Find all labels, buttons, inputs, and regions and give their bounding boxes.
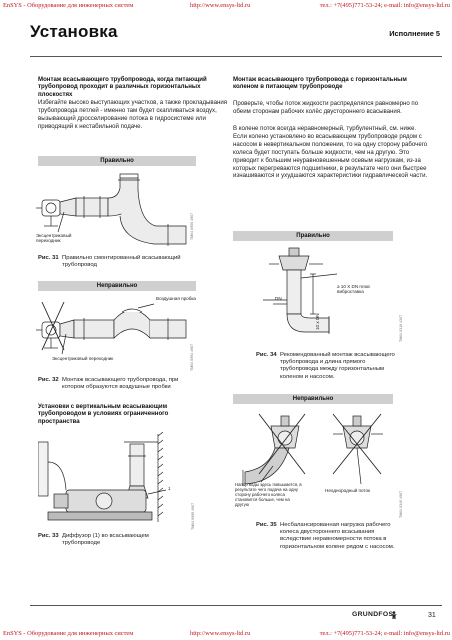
- fig35-code: TM04 0340 4907: [399, 490, 403, 518]
- figure-31: Эксцентриковый переходник: [36, 170, 198, 252]
- header-bar: EnSYS - Оборудование для инженерных сист…: [0, 1, 452, 11]
- left-heading-2: Установки с вертикальным всасывающим тру…: [38, 403, 169, 425]
- fig31-caption: Рис. 31 Правильно смонтированный всасыва…: [38, 255, 181, 269]
- banner-correct-right: Правильно: [233, 231, 393, 241]
- figure-34: ≥ 10 X DN плюс виброставка DN 10 x DN: [233, 244, 403, 346]
- right-heading-1: Монтаж всасывающего трубопровода с гориз…: [233, 76, 407, 91]
- fig34-label-dn: DN: [275, 296, 282, 301]
- edition-label: Исполнение 5: [389, 29, 440, 38]
- brand-logo: GRUNDFOS: [352, 611, 394, 618]
- fig34-caption: Рис. 34 Рекомендованный монтаж всасывающ…: [256, 352, 395, 380]
- left-heading-1: Монтаж всасывающего трубопровода, когда …: [38, 76, 207, 98]
- fig33-callout-1: 1: [168, 486, 171, 491]
- figure-33: 1: [38, 432, 198, 528]
- footer-company: EnSYS - Оборудование для инженерных сист…: [3, 630, 134, 637]
- header-rule: [30, 56, 442, 57]
- header-company: EnSYS - Оборудование для инженерных сист…: [3, 2, 134, 9]
- footer-contact: тел.: +7(495)771-53-24; e-mail: info@ens…: [319, 630, 450, 637]
- fig33-code: TM04 0995 4907: [191, 502, 195, 530]
- fig35-label-flow: Неоднородный поток: [325, 488, 371, 493]
- figure-35: Напор воды здесь повышается, в результат…: [233, 408, 403, 520]
- fig32-code: TM04 0994 4907: [190, 343, 194, 371]
- footer-rule: [30, 605, 442, 606]
- banner-correct-left: Правильно: [38, 156, 196, 166]
- fig34-label-10dn: 10 x DN: [315, 313, 320, 330]
- page-title: Установка: [30, 22, 118, 41]
- fig32-label-reducer: Эксцентриковый переходник: [52, 356, 114, 361]
- left-paragraph-1: Избегайте высоко выступающих участков, а…: [38, 99, 228, 130]
- banner-incorrect-right: Неправильно: [233, 394, 393, 404]
- fig33-number: Рис. 33: [38, 533, 59, 539]
- figure-32: Воздушная пробка Эксцентриковый переходн…: [36, 294, 198, 374]
- fig32-caption: Рис. 32 Монтаж всасывающего трубопровода…: [38, 377, 179, 391]
- fig31-code: TM04 0956 4907: [190, 212, 194, 240]
- grundfos-man-icon: [391, 611, 397, 619]
- footer-site-link[interactable]: http://www.ensys-ltd.ru: [190, 630, 251, 637]
- fig34-number: Рис. 34: [256, 352, 277, 358]
- header-site-link[interactable]: http://www.ensys-ltd.ru: [190, 2, 251, 9]
- fig31-label-reducer: Эксцентриковый переходник: [36, 233, 72, 244]
- fig35-label-head: Напор воды здесь повышается, в результат…: [235, 482, 302, 507]
- fig32-label-air: Воздушная пробка: [156, 296, 196, 301]
- right-paragraph-2: В колене поток всегда неравномерный, тур…: [233, 125, 428, 180]
- fig35-number: Рис. 35: [256, 522, 277, 528]
- right-paragraph-1: Проверьте, чтобы поток жидкости распреде…: [233, 100, 419, 115]
- fig34-code: TM04 0319 4307: [399, 314, 403, 342]
- header-contact: тел.: +7(495)771-53-24; e-mail: info@ens…: [319, 2, 450, 9]
- fig34-label-rule: ≥ 10 X DN плюс виброставка: [337, 284, 371, 295]
- fig32-number: Рис. 32: [38, 377, 59, 383]
- fig33-caption: Рис. 33 Диффузор (1) во всасывающем труб…: [38, 533, 149, 547]
- banner-incorrect-left: Неправильно: [38, 281, 196, 291]
- fig31-number: Рис. 31: [38, 255, 59, 261]
- page-number: 31: [428, 612, 436, 619]
- footer-bar: EnSYS - Оборудование для инженерных сист…: [0, 629, 452, 639]
- fig35-caption: Рис. 35 Несбалансированная нагрузка рабо…: [256, 522, 395, 550]
